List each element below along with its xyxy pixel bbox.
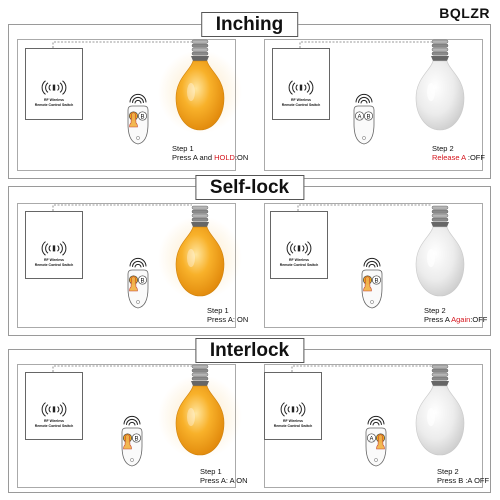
signal-waves-icon <box>123 415 141 426</box>
button-b: B <box>363 111 374 121</box>
finger-icon <box>363 276 372 292</box>
step-number: Step 2 <box>432 144 454 153</box>
svg-text:B: B <box>366 114 370 120</box>
step-caption: Step 2 Press A Again:OFF <box>424 306 487 324</box>
finger-icon <box>123 434 132 450</box>
step-illustration: AB <box>41 204 242 309</box>
wireless-icon <box>41 80 67 95</box>
button-b: B <box>137 275 148 285</box>
svg-text:A: A <box>369 436 373 442</box>
wire-line <box>52 41 192 48</box>
wire-line <box>52 365 192 372</box>
bulb-on-icon <box>158 205 242 300</box>
svg-text:B: B <box>374 278 378 284</box>
wireless-icon <box>286 241 312 256</box>
section-title: Inching <box>200 12 299 37</box>
svg-text:B: B <box>140 114 144 120</box>
svg-text:B: B <box>140 278 144 284</box>
button-b: B <box>131 433 142 443</box>
section-title: Interlock <box>194 338 305 363</box>
wire-line <box>291 365 432 372</box>
step-number: Step 1 <box>200 467 222 476</box>
module-label: RF Wireless <box>43 258 64 263</box>
step-instruction: Press A: A ON <box>200 476 248 485</box>
step-instruction: Press B :A OFF <box>437 476 490 485</box>
step-illustration: AB <box>280 364 465 467</box>
step-instruction: Press A Again:OFF <box>424 315 488 324</box>
svg-text:B: B <box>134 436 138 442</box>
brand-logo: BQLZR <box>439 5 490 21</box>
module-label: Remote Control Switch <box>34 102 74 107</box>
signal-waves-icon <box>363 257 381 268</box>
finger-icon <box>376 434 385 450</box>
step-caption: Step 2 Press B :A OFF <box>437 467 489 485</box>
step-instruction: Press A and HOLD:ON <box>172 153 249 162</box>
step-number: Step 1 <box>172 144 194 153</box>
step-caption: Step 1 Press A: A ON <box>200 467 248 485</box>
remote-control: AB <box>121 415 143 467</box>
bulb-on-icon <box>158 364 242 459</box>
wireless-icon <box>41 241 67 256</box>
finger-icon <box>129 112 138 128</box>
module-label: RF Wireless <box>282 419 303 424</box>
remote-control: AB <box>127 257 149 309</box>
bulb-off-icon <box>415 364 465 456</box>
module-label: RF Wireless <box>43 97 64 102</box>
remote-control: AB <box>127 93 149 145</box>
module-label: RF Wireless <box>43 419 64 424</box>
step-number: Step 2 <box>437 467 459 476</box>
wire-line <box>297 204 432 211</box>
step-caption: Step 1 Press A and HOLD:ON <box>172 144 248 162</box>
button-a: A <box>366 433 377 443</box>
button-a: A <box>354 111 365 121</box>
svg-text:A: A <box>357 114 361 120</box>
wire-line <box>52 204 192 211</box>
step-caption: Step 2 Release A :OFF <box>432 144 485 162</box>
wire-line <box>299 41 432 48</box>
step-number: Step 2 <box>424 306 446 315</box>
module-label: RF Wireless <box>290 97 311 102</box>
bulb-off-icon <box>415 39 465 131</box>
step-illustration: AB <box>286 204 465 309</box>
signal-waves-icon <box>129 93 147 104</box>
finger-icon <box>129 276 138 292</box>
button-b: B <box>137 111 148 121</box>
module-label: Remote Control Switch <box>273 424 313 429</box>
step-caption: Step 1 Press A: ON <box>207 306 248 324</box>
step-instruction: Press A: ON <box>207 315 249 324</box>
step-illustration: AB <box>41 364 242 467</box>
wireless-icon <box>280 402 306 417</box>
module-label: Remote Control Switch <box>279 263 319 268</box>
wireless-icon <box>288 80 314 95</box>
section-title: Self-lock <box>194 175 305 200</box>
remote-control: AB <box>365 415 387 467</box>
remote-control: AB <box>361 257 383 309</box>
module-label: Remote Control Switch <box>34 263 74 268</box>
step-illustration: AB <box>41 39 242 145</box>
module-label: Remote Control Switch <box>281 102 321 107</box>
bulb-off-icon <box>415 205 465 297</box>
bulb-on-icon <box>158 39 242 134</box>
signal-waves-icon <box>129 257 147 268</box>
button-b: B <box>371 275 382 285</box>
signal-waves-icon <box>367 415 385 426</box>
module-label: Remote Control Switch <box>34 424 74 429</box>
step-instruction: Release A :OFF <box>432 153 485 162</box>
module-label: RF Wireless <box>288 258 309 263</box>
signal-waves-icon <box>355 93 373 104</box>
step-number: Step 1 <box>207 306 229 315</box>
wireless-icon <box>41 402 67 417</box>
